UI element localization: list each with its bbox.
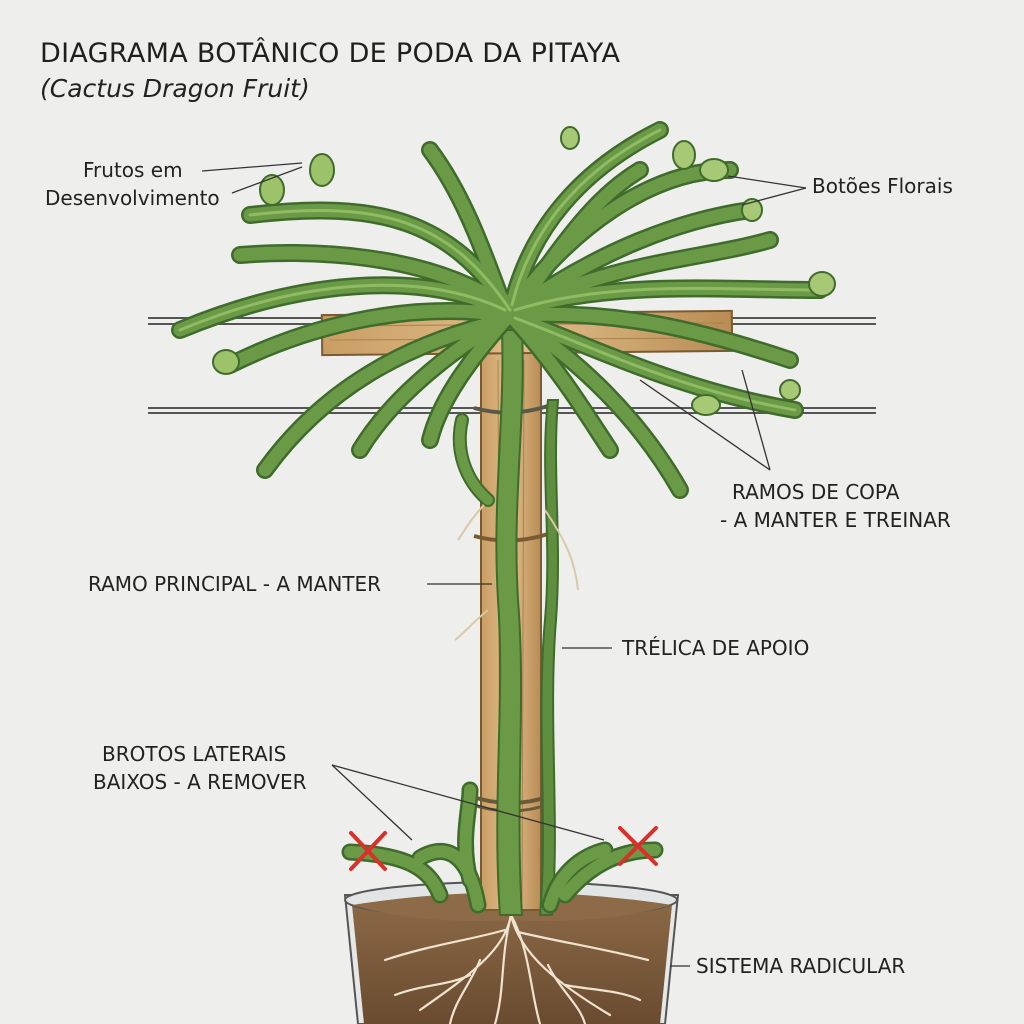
label-sprouts-line1: BROTOS LATERAIS bbox=[102, 742, 287, 766]
label-fruits-line1: Frutos em bbox=[83, 158, 183, 182]
label-canopy-line1: RAMOS DE COPA bbox=[732, 480, 900, 504]
main-stem bbox=[452, 329, 579, 916]
canopy-branches bbox=[171, 121, 829, 499]
diagram-title: DIAGRAMA BOTÂNICO DE PODA DA PITAYA bbox=[40, 38, 621, 69]
label-roots: SISTEMA RADICULAR bbox=[696, 954, 906, 978]
label-canopy-line2: - A MANTER E TREINAR bbox=[720, 508, 951, 532]
flower-buds bbox=[560, 126, 836, 416]
remove-mark-icon bbox=[349, 826, 658, 871]
pot bbox=[343, 881, 680, 1024]
label-buds: Botões Florais bbox=[812, 174, 953, 198]
label-main-branch: RAMO PRINCIPAL - A MANTER bbox=[88, 572, 382, 596]
leader-lines bbox=[201, 162, 807, 967]
label-sprouts-line2: BAIXOS - A REMOVER bbox=[93, 770, 307, 794]
diagram-subtitle: (Cactus Dragon Fruit) bbox=[40, 74, 310, 103]
root-system bbox=[383, 913, 650, 1024]
label-trellis: TRÉLICA DE APOIO bbox=[622, 636, 810, 660]
developing-fruits bbox=[212, 153, 335, 375]
label-fruits-line2: Desenvolvimento bbox=[45, 186, 220, 210]
